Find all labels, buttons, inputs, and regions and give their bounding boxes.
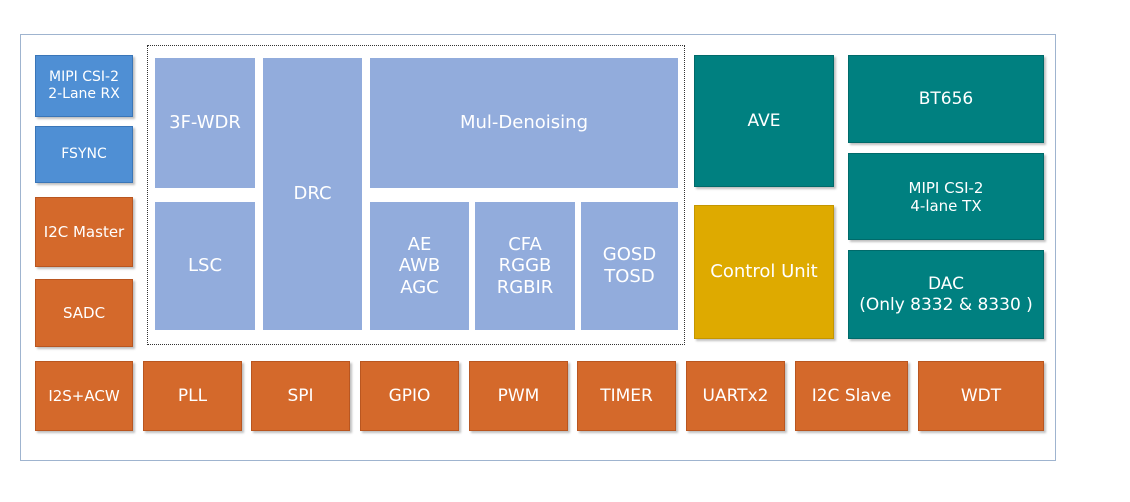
i2c-slave-block: I2C Slave xyxy=(795,361,908,431)
wdt-block: WDT xyxy=(918,361,1044,431)
isp-region xyxy=(147,45,685,345)
mipi-csi2-rx-block: MIPI CSI-2 2-Lane RX xyxy=(35,55,133,117)
gpio-block: GPIO xyxy=(360,361,459,431)
fsync-block: FSYNC xyxy=(35,126,133,183)
i2s-acw-block: I2S+ACW xyxy=(35,361,133,431)
dac-block: DAC (Only 8332 & 8330 ) xyxy=(848,250,1044,339)
ae-awb-agc-block: AE AWB AGC xyxy=(370,202,469,330)
bt656-block: BT656 xyxy=(848,55,1044,143)
pll-block: PLL xyxy=(143,361,242,431)
pwm-block: PWM xyxy=(469,361,568,431)
timer-block: TIMER xyxy=(577,361,676,431)
i2c-master-block: I2C Master xyxy=(35,197,133,267)
osd-block: GOSD TOSD xyxy=(581,202,678,330)
drc-block: DRC xyxy=(263,58,362,330)
sadc-block: SADC xyxy=(35,279,133,347)
spi-block: SPI xyxy=(251,361,350,431)
cfa-block: CFA RGGB RGBIR xyxy=(475,202,575,330)
uartx2-block: UARTx2 xyxy=(686,361,785,431)
lsc-block: LSC xyxy=(155,202,255,330)
mipi-csi2-tx-block: MIPI CSI-2 4-lane TX xyxy=(848,153,1044,240)
wdr-block: 3F-WDR xyxy=(155,58,255,188)
ave-block: AVE xyxy=(694,55,834,187)
mul-denoising-block: Mul-Denoising xyxy=(370,58,678,188)
control-unit-block: Control Unit xyxy=(694,205,834,339)
